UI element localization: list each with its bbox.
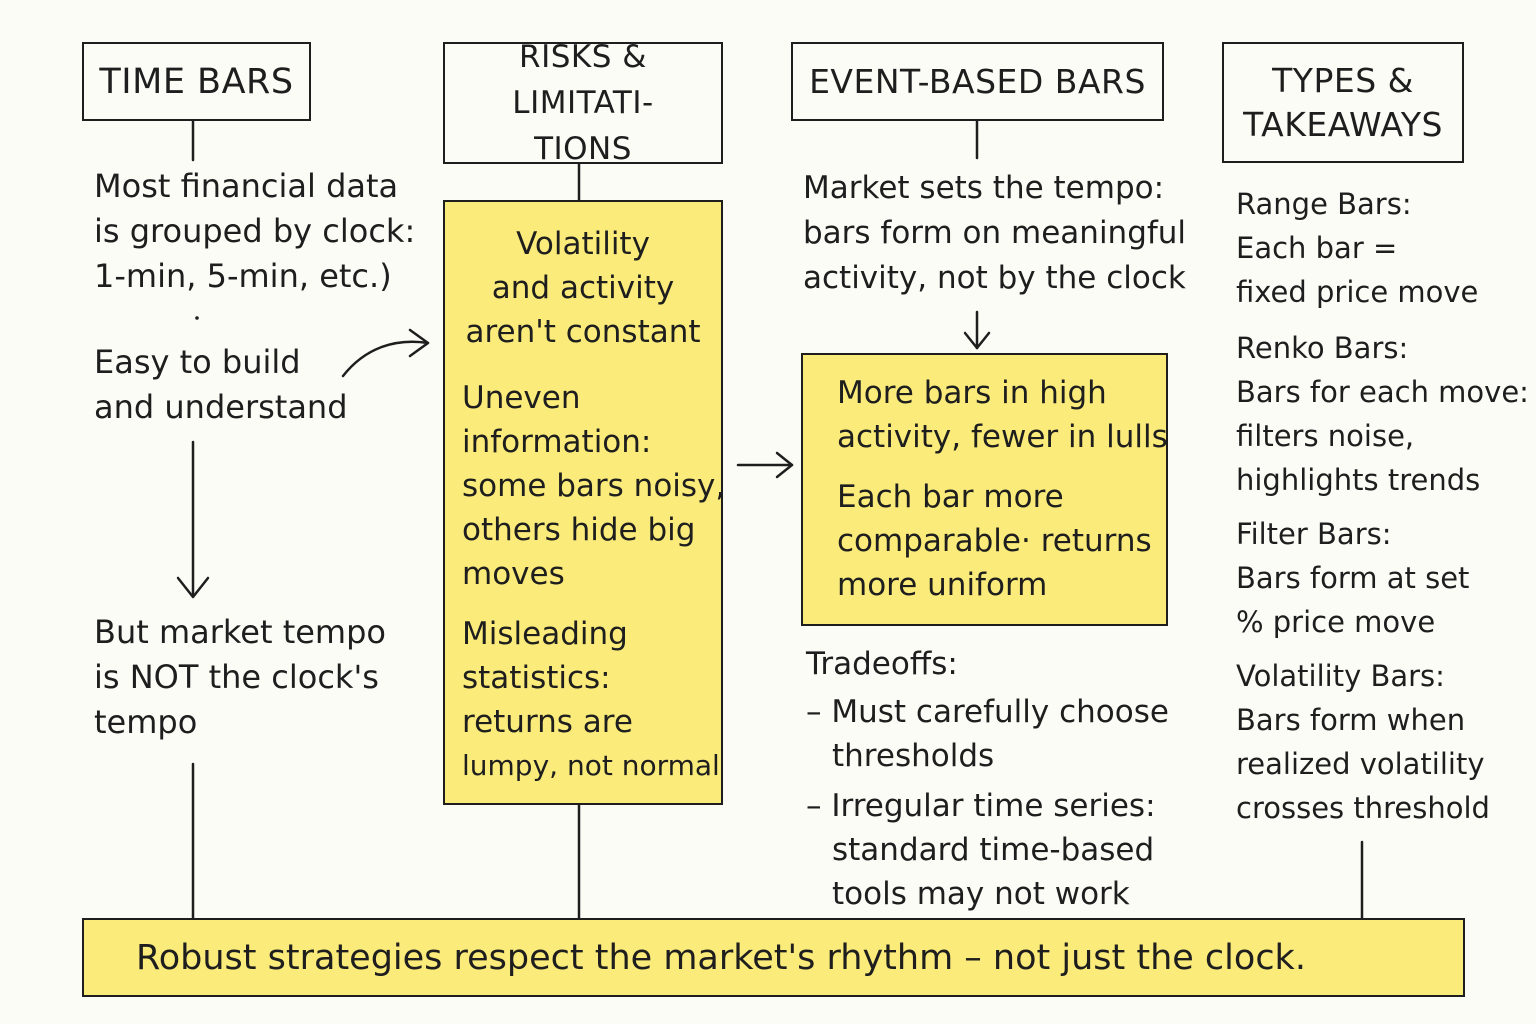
risks-p1-line-2: and activity [491, 270, 675, 306]
event-box-p2: Each bar more comparable· returns more u… [837, 475, 1152, 607]
volatility-bars-line-2: realized volatility [1236, 747, 1485, 781]
filter-bars-item: Filter Bars: Bars form at set % price mo… [1236, 512, 1529, 644]
volatility-bars-item: Volatility Bars: Bars form when realized… [1236, 654, 1529, 830]
risks-title-line-2: TIONS [534, 131, 632, 167]
event-intro-line-2: bars form on meaningful [803, 215, 1187, 251]
footer-text: Robust strategies respect the market's r… [136, 937, 1306, 978]
event-box-p2-line-2: comparable· returns [837, 523, 1152, 559]
event-box-p1: More bars in high activity, fewer in lul… [837, 371, 1168, 459]
tradeoff-2-line-1: – Irregular time series: [806, 788, 1156, 824]
time-intro-line-2: is grouped by clock: [94, 212, 416, 250]
range-bars-line-2: fixed price move [1236, 275, 1479, 309]
event-tradeoffs: Tradeoffs: – Must carefully choose thres… [806, 642, 1169, 916]
types-list: Range Bars: Each bar = fixed price move … [1236, 182, 1529, 830]
event-box-p1-line-2: activity, fewer in lulls [837, 419, 1168, 455]
volatility-bars-heading: Volatility Bars: [1236, 659, 1445, 693]
event-intro-line-3: activity, not by the clock [803, 260, 1186, 296]
range-bars-item: Range Bars: Each bar = fixed price move [1236, 182, 1529, 314]
renko-bars-line-1: Bars for each move: [1236, 375, 1529, 409]
tradeoff-2-line-2: standard time-based [832, 832, 1155, 868]
risks-p3-line-1: Misleading [462, 616, 628, 652]
time-easy-line-1: Easy to build [94, 343, 301, 381]
risks-to-event-arrowhead [775, 451, 794, 479]
risks-p1: Volatility and activity aren't constant [445, 222, 721, 354]
time-intro-line-3: 1-min, 5-min, etc.) [94, 257, 392, 295]
event-intro-line-1: Market sets the tempo: [803, 170, 1165, 206]
time-bars-easy: Easy to build and understand [94, 340, 348, 430]
footer-banner: Robust strategies respect the market's r… [82, 918, 1465, 997]
time-easy-line-2: and understand [94, 388, 348, 426]
filter-bars-heading: Filter Bars: [1236, 517, 1392, 551]
risks-p3-line-2: statistics: [462, 660, 611, 696]
easy-to-risks-arrowhead [408, 328, 430, 358]
risks-p1-line-1: Volatility [516, 226, 650, 262]
tradeoff-1-line-1: – Must carefully choose [806, 694, 1169, 730]
tradeoffs-label: Tradeoffs: [806, 646, 958, 682]
time-but-line-2: is NOT the clock's [94, 658, 379, 696]
time-bars-but: But market tempo is NOT the clock's temp… [94, 610, 386, 745]
event-box-p2-line-1: Each bar more [837, 479, 1064, 515]
event-box: More bars in high activity, fewer in lul… [801, 353, 1168, 626]
risks-title-box: RISKS & LIMITATI- TIONS [443, 39, 723, 167]
renko-bars-line-2: filters noise, [1236, 419, 1415, 453]
risks-p3-line-4: lumpy, not normal [462, 749, 720, 782]
stray-dot [195, 316, 199, 320]
event-down-arrowhead [963, 331, 991, 350]
time-intro-line-1: Most financial data [94, 167, 399, 205]
risks-p1-line-3: aren't constant [465, 314, 701, 350]
range-bars-line-1: Each bar = [1236, 231, 1398, 265]
renko-bars-line-3: highlights trends [1236, 463, 1481, 497]
risks-p2-line-5: moves [462, 556, 565, 592]
renko-bars-item: Renko Bars: Bars for each move: filters … [1236, 326, 1529, 502]
volatility-bars-line-1: Bars form when [1236, 703, 1466, 737]
time-but-line-1: But market tempo [94, 613, 386, 651]
risks-p2: Uneven information: some bars noisy, oth… [462, 376, 725, 596]
easy-to-risks-arrow [341, 340, 430, 378]
types-title-line-1: TYPES & [1272, 60, 1414, 100]
event-intro: Market sets the tempo: bars form on mean… [803, 166, 1186, 301]
event-title-box: EVENT-BASED BARS [791, 42, 1164, 121]
event-title: EVENT-BASED BARS [809, 61, 1146, 101]
risks-p2-line-2: information: [462, 424, 652, 460]
time-bars-title: TIME BARS [99, 61, 294, 102]
risks-p3-line-3: returns are [462, 704, 633, 740]
filter-bars-line-1: Bars form at set [1236, 561, 1470, 595]
time-bars-intro: Most financial data is grouped by clock:… [94, 164, 415, 299]
tradeoff-2-line-3: tools may not work [832, 876, 1130, 912]
event-box-p1-line-1: More bars in high [837, 375, 1107, 411]
types-title-box: TYPES & TAKEAWAYS [1222, 42, 1464, 163]
risks-box: Volatility and activity aren't constant … [443, 200, 725, 805]
risks-p2-line-3: some bars noisy, [462, 468, 726, 504]
event-box-p2-line-3: more uniform [837, 567, 1048, 603]
volatility-bars-line-3: crosses threshold [1236, 791, 1490, 825]
time-bars-title-box: TIME BARS [82, 42, 311, 121]
time-down-arrowhead [176, 576, 210, 599]
types-title-line-2: TAKEAWAYS [1243, 104, 1443, 144]
risks-title-line-1: RISKS & LIMITATI- [512, 39, 654, 121]
risks-p2-line-1: Uneven [462, 380, 581, 416]
filter-bars-line-2: % price move [1236, 605, 1436, 639]
risks-p3: Misleading statistics: returns are lumpy… [462, 612, 720, 788]
range-bars-heading: Range Bars: [1236, 187, 1412, 221]
tradeoff-1-line-2: thresholds [832, 738, 995, 774]
renko-bars-heading: Renko Bars: [1236, 331, 1409, 365]
risks-p2-line-4: others hide big [462, 512, 696, 548]
time-but-line-3: tempo [94, 703, 198, 741]
